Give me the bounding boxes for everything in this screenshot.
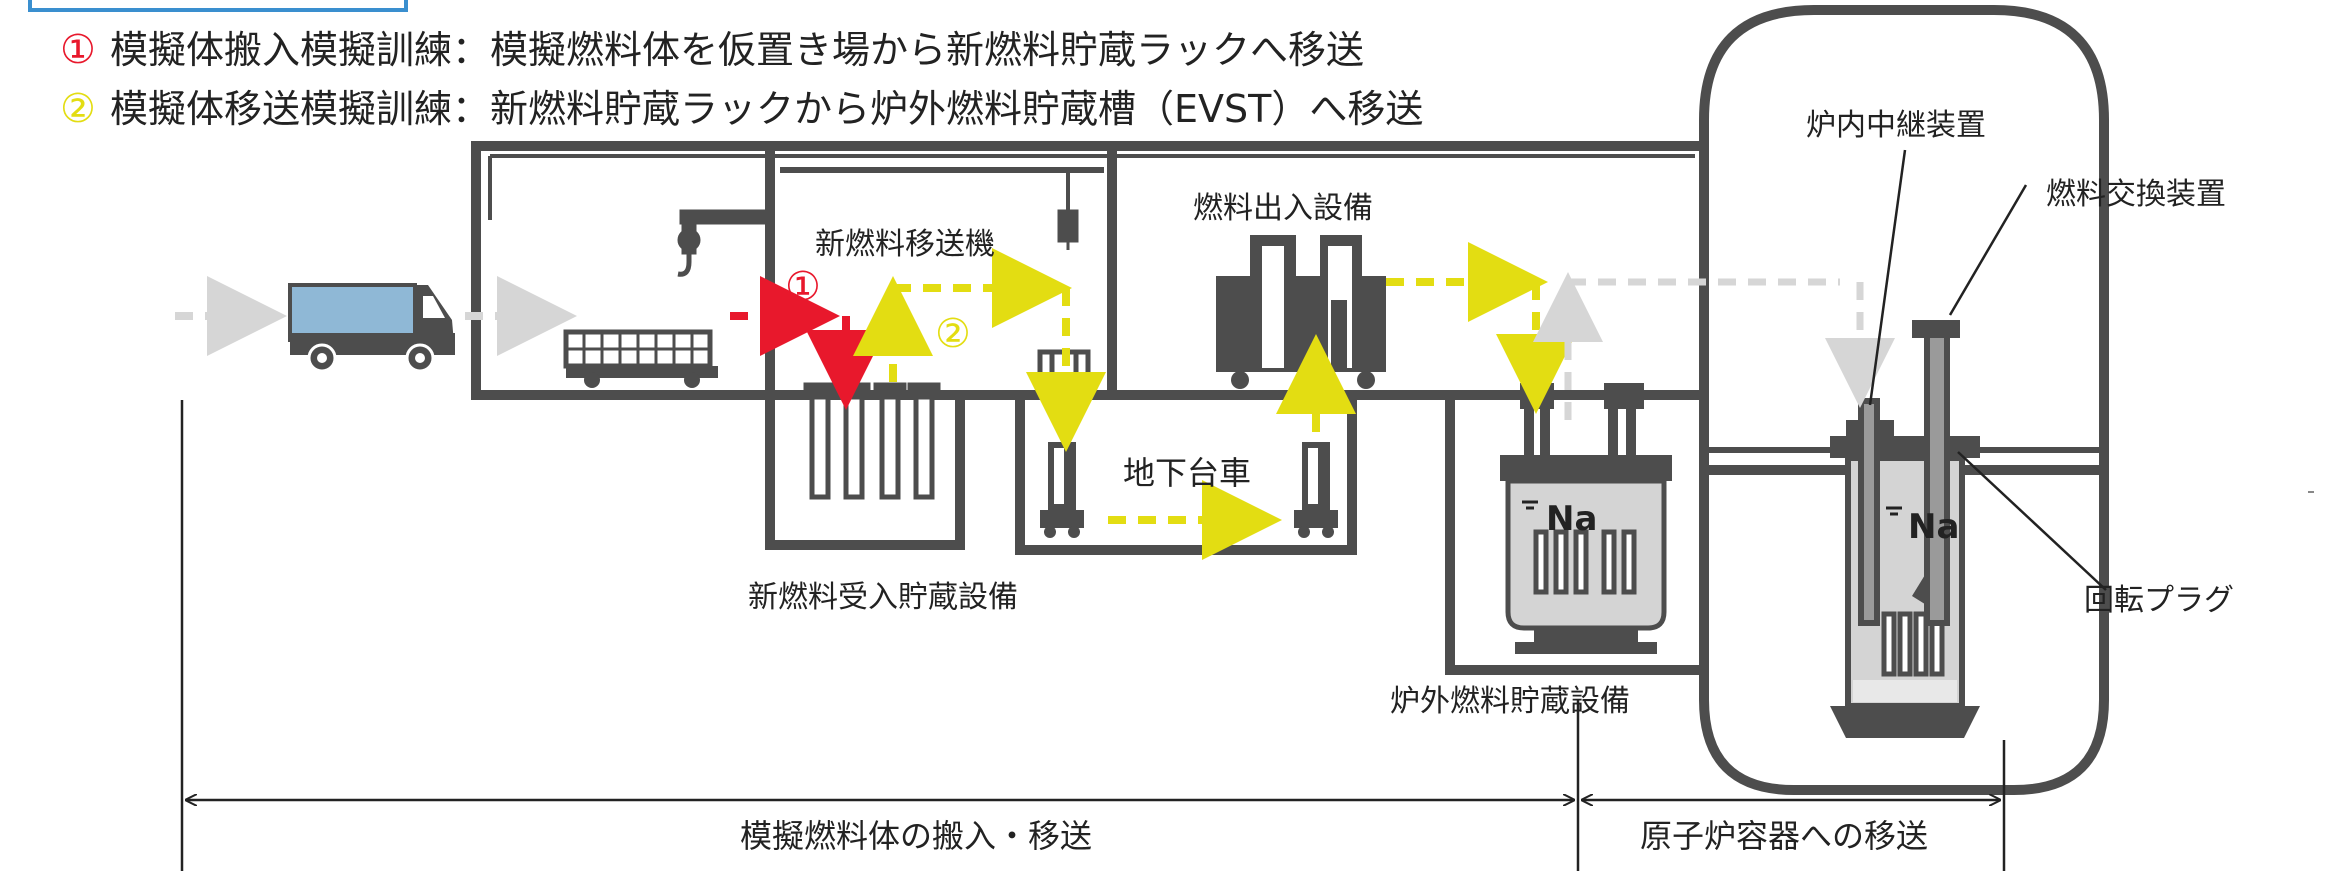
underground-cart-right <box>1294 442 1338 538</box>
label-rotating-plug: 回転プラグ <box>2084 583 2234 618</box>
legend: ① 模擬体搬入模擬訓練：模擬燃料体を仮置き場から新燃料貯蔵ラックへ移送 ② 模擬… <box>60 27 1423 132</box>
receiving-crane <box>677 209 771 277</box>
reactor-sodium-label: Na <box>1908 507 1959 547</box>
truck <box>288 283 455 373</box>
label-fuel-handling-machine: 燃料交換装置 <box>2046 177 2226 212</box>
reactor-route-arrows <box>1533 272 1895 420</box>
containment-dome <box>1699 5 2109 795</box>
scope-right-label: 原子炉容器への移送 <box>1640 817 1928 855</box>
fuel-rack-cart <box>563 329 718 388</box>
transfer-hoist <box>1057 172 1079 250</box>
label-fuel-inout-equipment: 燃料出入設備 <box>1193 191 1373 226</box>
leader-lines <box>1868 149 2107 591</box>
label-underground-cart: 地下台車 <box>1123 454 1251 492</box>
legend-text-1: 模擬体搬入模擬訓練：模擬燃料体を仮置き場から新燃料貯蔵ラックへ移送 <box>110 28 1364 72</box>
reactor-vessel: Na <box>1830 320 1980 738</box>
route-2-marker: ② <box>935 311 971 357</box>
underground-cart-left <box>1040 442 1084 538</box>
evst-sodium-label: Na <box>1546 499 1597 539</box>
label-new-fuel-transfer-machine: 新燃料移送機 <box>815 227 995 262</box>
route-1-marker: ① <box>785 264 821 310</box>
route-1-arrows <box>730 276 886 410</box>
scope-dimension <box>180 400 2006 871</box>
legend-text-2: 模擬体移送模擬訓練：新燃料貯蔵ラックから炉外燃料貯蔵槽（EVST）へ移送 <box>110 87 1423 131</box>
label-ex-vessel-storage: 炉外燃料貯蔵設備 <box>1390 684 1630 719</box>
fuel-inout-cask <box>1216 235 1386 389</box>
legend-marker-1: ① <box>60 27 96 73</box>
underground-pits <box>765 395 2104 675</box>
evst-vessel: Na <box>1500 383 1672 654</box>
label-new-fuel-receiving-storage: 新燃料受入貯蔵設備 <box>748 580 1018 615</box>
new-fuel-storage-racks <box>803 382 941 500</box>
component-labels: 新燃料移送機 燃料出入設備 炉内中継装置 燃料交換装置 地下台車 新燃料受入貯蔵… <box>748 108 2234 719</box>
legend-marker-2: ② <box>60 86 96 132</box>
title-frame-edge <box>28 0 408 12</box>
scope-left-label: 模擬燃料体の搬入・移送 <box>740 817 1092 855</box>
label-in-vessel-transfer-device: 炉内中継装置 <box>1806 108 1986 143</box>
